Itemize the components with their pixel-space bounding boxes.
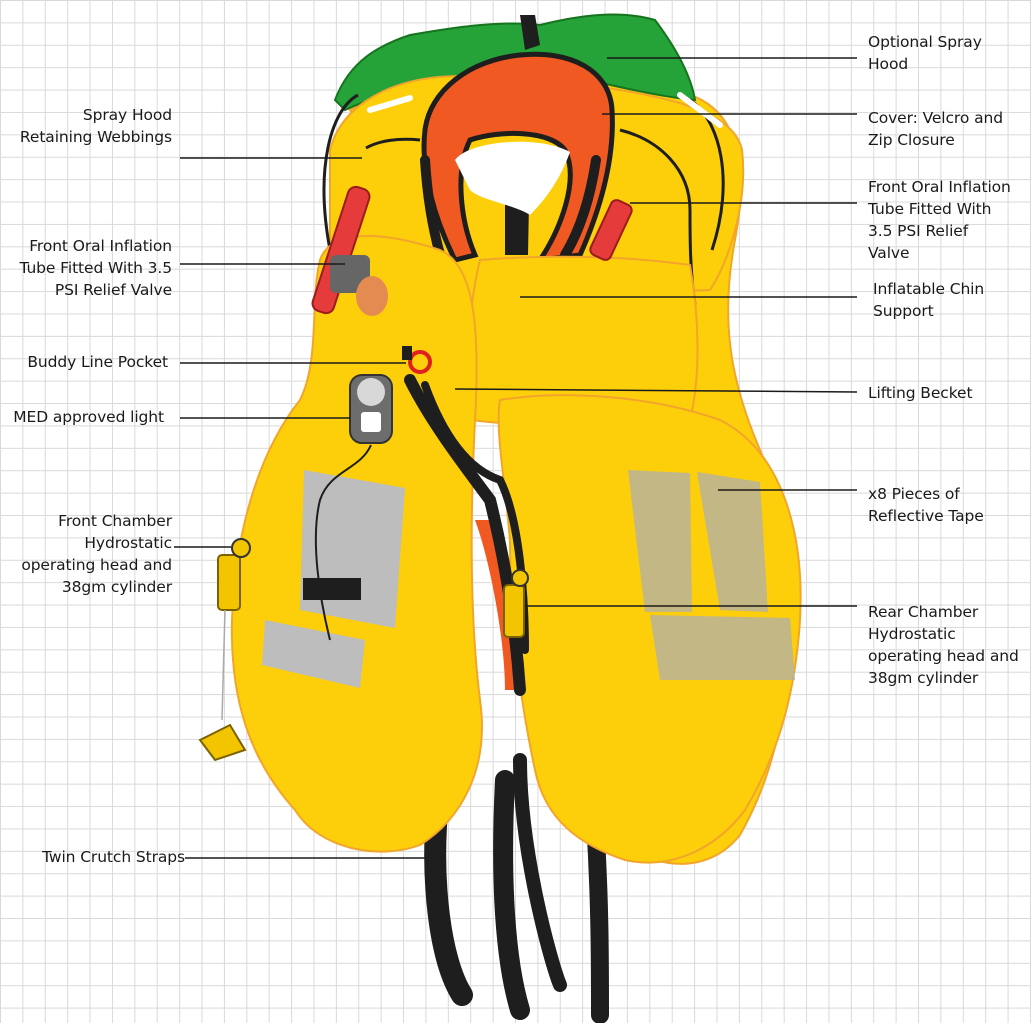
label-optional-spray-hood: Optional Spray Hood xyxy=(868,33,982,73)
oral-tube-left xyxy=(311,185,388,316)
rear-chamber-head xyxy=(503,569,529,638)
med-light xyxy=(303,374,393,641)
label-chin-support: Inflatable Chin Support xyxy=(873,280,985,320)
label-reflective-tape: x8 Pieces of Reflective Tape xyxy=(868,485,984,525)
label-front-oral-tube-right: Front Oral Inflation Tube Fitted With 3.… xyxy=(868,178,1011,262)
label-front-oral-tube-left: Front Oral Inflation Tube Fitted With 3.… xyxy=(19,237,172,299)
collar xyxy=(421,51,615,264)
label-buddy-line-pocket: Buddy Line Pocket xyxy=(27,353,168,371)
label-cover: Cover: Velcro and Zip Closure xyxy=(868,109,1003,149)
label-rear-chamber: Rear Chamber Hydrostatic operating head … xyxy=(868,603,1019,687)
oral-tube-right xyxy=(589,199,633,261)
reflective-tapes xyxy=(628,470,795,680)
label-med-light: MED approved light xyxy=(13,408,164,426)
label-spray-hood-webbings: Spray Hood Retaining Webbings xyxy=(19,106,172,146)
label-twin-crutch-straps: Twin Crutch Straps xyxy=(42,848,185,866)
label-front-chamber: Front Chamber Hydrostatic operating head… xyxy=(21,512,172,596)
label-lifting-becket: Lifting Becket xyxy=(868,384,973,402)
leader-lines xyxy=(174,57,858,859)
buddy-line xyxy=(402,346,432,374)
front-chamber-head xyxy=(198,538,251,762)
